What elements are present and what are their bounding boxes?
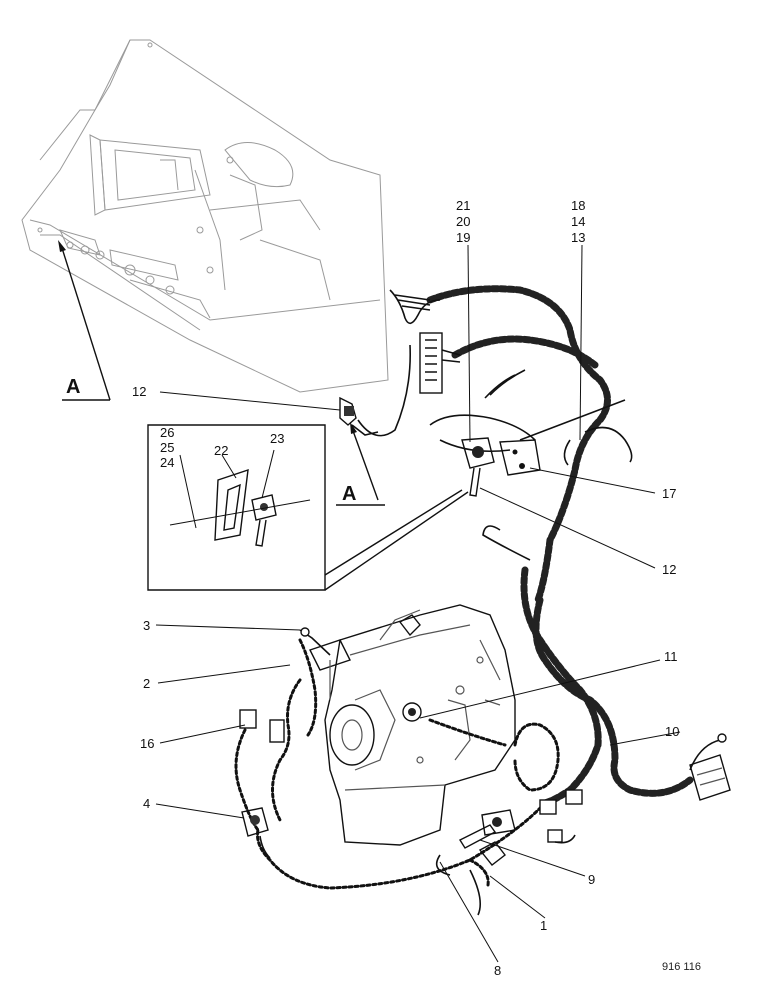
callout-2: 2 [143,676,150,691]
callout-21: 21 [456,198,470,213]
callout-19: 19 [456,230,470,245]
callout-26: 26 [160,425,174,440]
callout-8: 8 [494,963,501,978]
callout-labels: 12 21 20 19 18 14 13 26 25 24 22 23 17 1… [132,198,701,978]
view-marker-a-panel: A [58,240,111,401]
callout-15: 12 [132,384,146,399]
lower-wiring-harness [234,566,731,916]
callout-25: 25 [160,440,174,455]
callout-13: 13 [571,230,585,245]
callout-22: 22 [214,443,228,458]
detail-inset-box [147,424,469,591]
callout-18: 18 [571,198,585,213]
callout-4: 4 [143,796,150,811]
instrument-panel-drawing [21,39,389,393]
callout-9: 9 [588,872,595,887]
callout-23: 23 [270,431,284,446]
callout-14: 14 [571,214,585,229]
upper-wiring-harness [389,285,633,604]
callout-20: 20 [456,214,470,229]
callout-12: 12 [662,562,676,577]
callout-17: 17 [662,486,676,501]
callout-11: 11 [664,649,678,664]
callout-3: 3 [143,618,150,633]
transmission-drawing [309,604,516,846]
callout-16: 16 [140,736,154,751]
view-label-a-2: A [342,483,356,505]
callout-1: 1 [540,918,547,933]
callout-10: 10 [665,724,679,739]
reference-number: 916 116 [662,961,701,973]
view-label-a-1: A [66,376,80,398]
callout-24: 24 [160,455,174,470]
switch-15-drawing: A [336,344,412,506]
leader-lines [155,244,681,963]
